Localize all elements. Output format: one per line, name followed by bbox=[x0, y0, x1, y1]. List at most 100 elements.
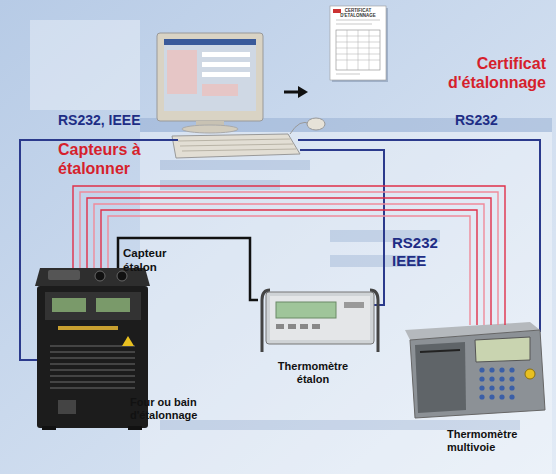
oven-strip bbox=[58, 326, 118, 330]
oven-well bbox=[48, 270, 80, 280]
monitor bbox=[157, 33, 263, 121]
key bbox=[499, 376, 504, 381]
button bbox=[276, 324, 284, 329]
interface-label: RS232 IEEE bbox=[392, 234, 447, 270]
key bbox=[509, 367, 514, 372]
screen-field bbox=[202, 52, 250, 57]
button bbox=[312, 324, 320, 329]
key bbox=[509, 394, 514, 399]
screen bbox=[164, 39, 256, 111]
key bbox=[499, 367, 504, 372]
key bbox=[489, 376, 494, 381]
output-arrow bbox=[284, 86, 308, 98]
arrow-head bbox=[298, 86, 308, 98]
wire bbox=[87, 198, 491, 325]
key bbox=[489, 385, 494, 390]
key bbox=[489, 394, 494, 399]
key bbox=[499, 385, 504, 390]
keyboard bbox=[172, 134, 300, 158]
key bbox=[479, 367, 484, 372]
device-display bbox=[475, 337, 530, 362]
paper-text-lines bbox=[336, 20, 380, 24]
wire-connector bbox=[73, 186, 505, 325]
button bbox=[288, 324, 296, 329]
node-caption: Certificat d'étalonnage bbox=[390, 54, 546, 92]
wire bbox=[73, 186, 505, 325]
form-row bbox=[160, 160, 310, 170]
knob bbox=[525, 369, 535, 379]
paper-logo bbox=[333, 9, 341, 13]
node-caption: CERTIFICAT D'ETALONNAGE bbox=[334, 8, 382, 18]
thermometer-face bbox=[270, 296, 370, 340]
wire-label: Capteurs à étalonner bbox=[58, 140, 173, 178]
key bbox=[479, 394, 484, 399]
multichannel-thermometer bbox=[405, 322, 545, 418]
oven-display bbox=[52, 298, 86, 312]
key bbox=[489, 367, 494, 372]
paper-table bbox=[336, 30, 380, 70]
window bbox=[30, 20, 140, 110]
form-row bbox=[160, 180, 280, 190]
wire-connector bbox=[118, 238, 258, 300]
arrow-shaft bbox=[284, 91, 300, 94]
monitor-base bbox=[182, 125, 238, 133]
bus-wire bbox=[300, 150, 384, 305]
reference-thermometer bbox=[262, 290, 378, 352]
device-body bbox=[410, 330, 545, 418]
multichannel-thermometer-node: Thermomètre multivoie bbox=[400, 325, 545, 420]
screen-panel bbox=[202, 84, 238, 96]
screen-field bbox=[202, 72, 250, 77]
thermometer-handle bbox=[262, 290, 378, 352]
key bbox=[509, 385, 514, 390]
node-caption: Thermomètre multivoie bbox=[447, 428, 532, 454]
paper-signature bbox=[336, 74, 360, 75]
thermometer-display bbox=[276, 302, 336, 318]
warning-sign bbox=[122, 336, 134, 346]
oven-panel bbox=[45, 292, 141, 320]
printer-panel bbox=[415, 342, 466, 413]
node-caption: Thermomètre étalon bbox=[268, 360, 358, 386]
certificate-document bbox=[330, 6, 388, 82]
keyboard-keys bbox=[178, 139, 296, 151]
key bbox=[479, 385, 484, 390]
interface-label: RS232, IEEE bbox=[58, 112, 178, 129]
mouse bbox=[307, 118, 325, 130]
reference-thermometer-node: Thermomètre étalon bbox=[258, 283, 380, 355]
oven-node: Four ou bain d'étalonnage bbox=[35, 268, 150, 430]
wire bbox=[118, 238, 258, 300]
screen-panel bbox=[167, 50, 197, 94]
wire-label: Capteur étalon bbox=[123, 246, 185, 274]
key bbox=[479, 376, 484, 381]
certificate-node: CERTIFICAT D'ETALONNAGECertificat d'étal… bbox=[330, 6, 386, 80]
interface-label: RS232 bbox=[455, 112, 535, 129]
wire bbox=[108, 216, 470, 325]
wire bbox=[80, 192, 498, 325]
oven-well bbox=[95, 271, 105, 281]
wire bbox=[101, 210, 477, 325]
key bbox=[499, 394, 504, 399]
window bbox=[140, 118, 552, 474]
button bbox=[300, 324, 308, 329]
oven-grille bbox=[50, 346, 135, 388]
key bbox=[509, 376, 514, 381]
oven-plug bbox=[58, 400, 76, 414]
oven-foot bbox=[128, 426, 142, 430]
paper-table-grid bbox=[336, 30, 380, 70]
oven-display bbox=[96, 298, 130, 312]
screen-bar bbox=[164, 39, 256, 45]
screen-field bbox=[202, 62, 250, 67]
button bbox=[344, 302, 364, 308]
bus-wires bbox=[20, 140, 540, 360]
wire bbox=[94, 204, 484, 325]
faded-screenshot bbox=[30, 20, 552, 474]
thermometer-body bbox=[266, 292, 374, 344]
node-caption: Four ou bain d'étalonnage bbox=[130, 396, 215, 422]
paper bbox=[330, 6, 386, 80]
paper-slot bbox=[420, 350, 460, 352]
keypad bbox=[479, 367, 514, 399]
oven-foot bbox=[42, 426, 56, 430]
